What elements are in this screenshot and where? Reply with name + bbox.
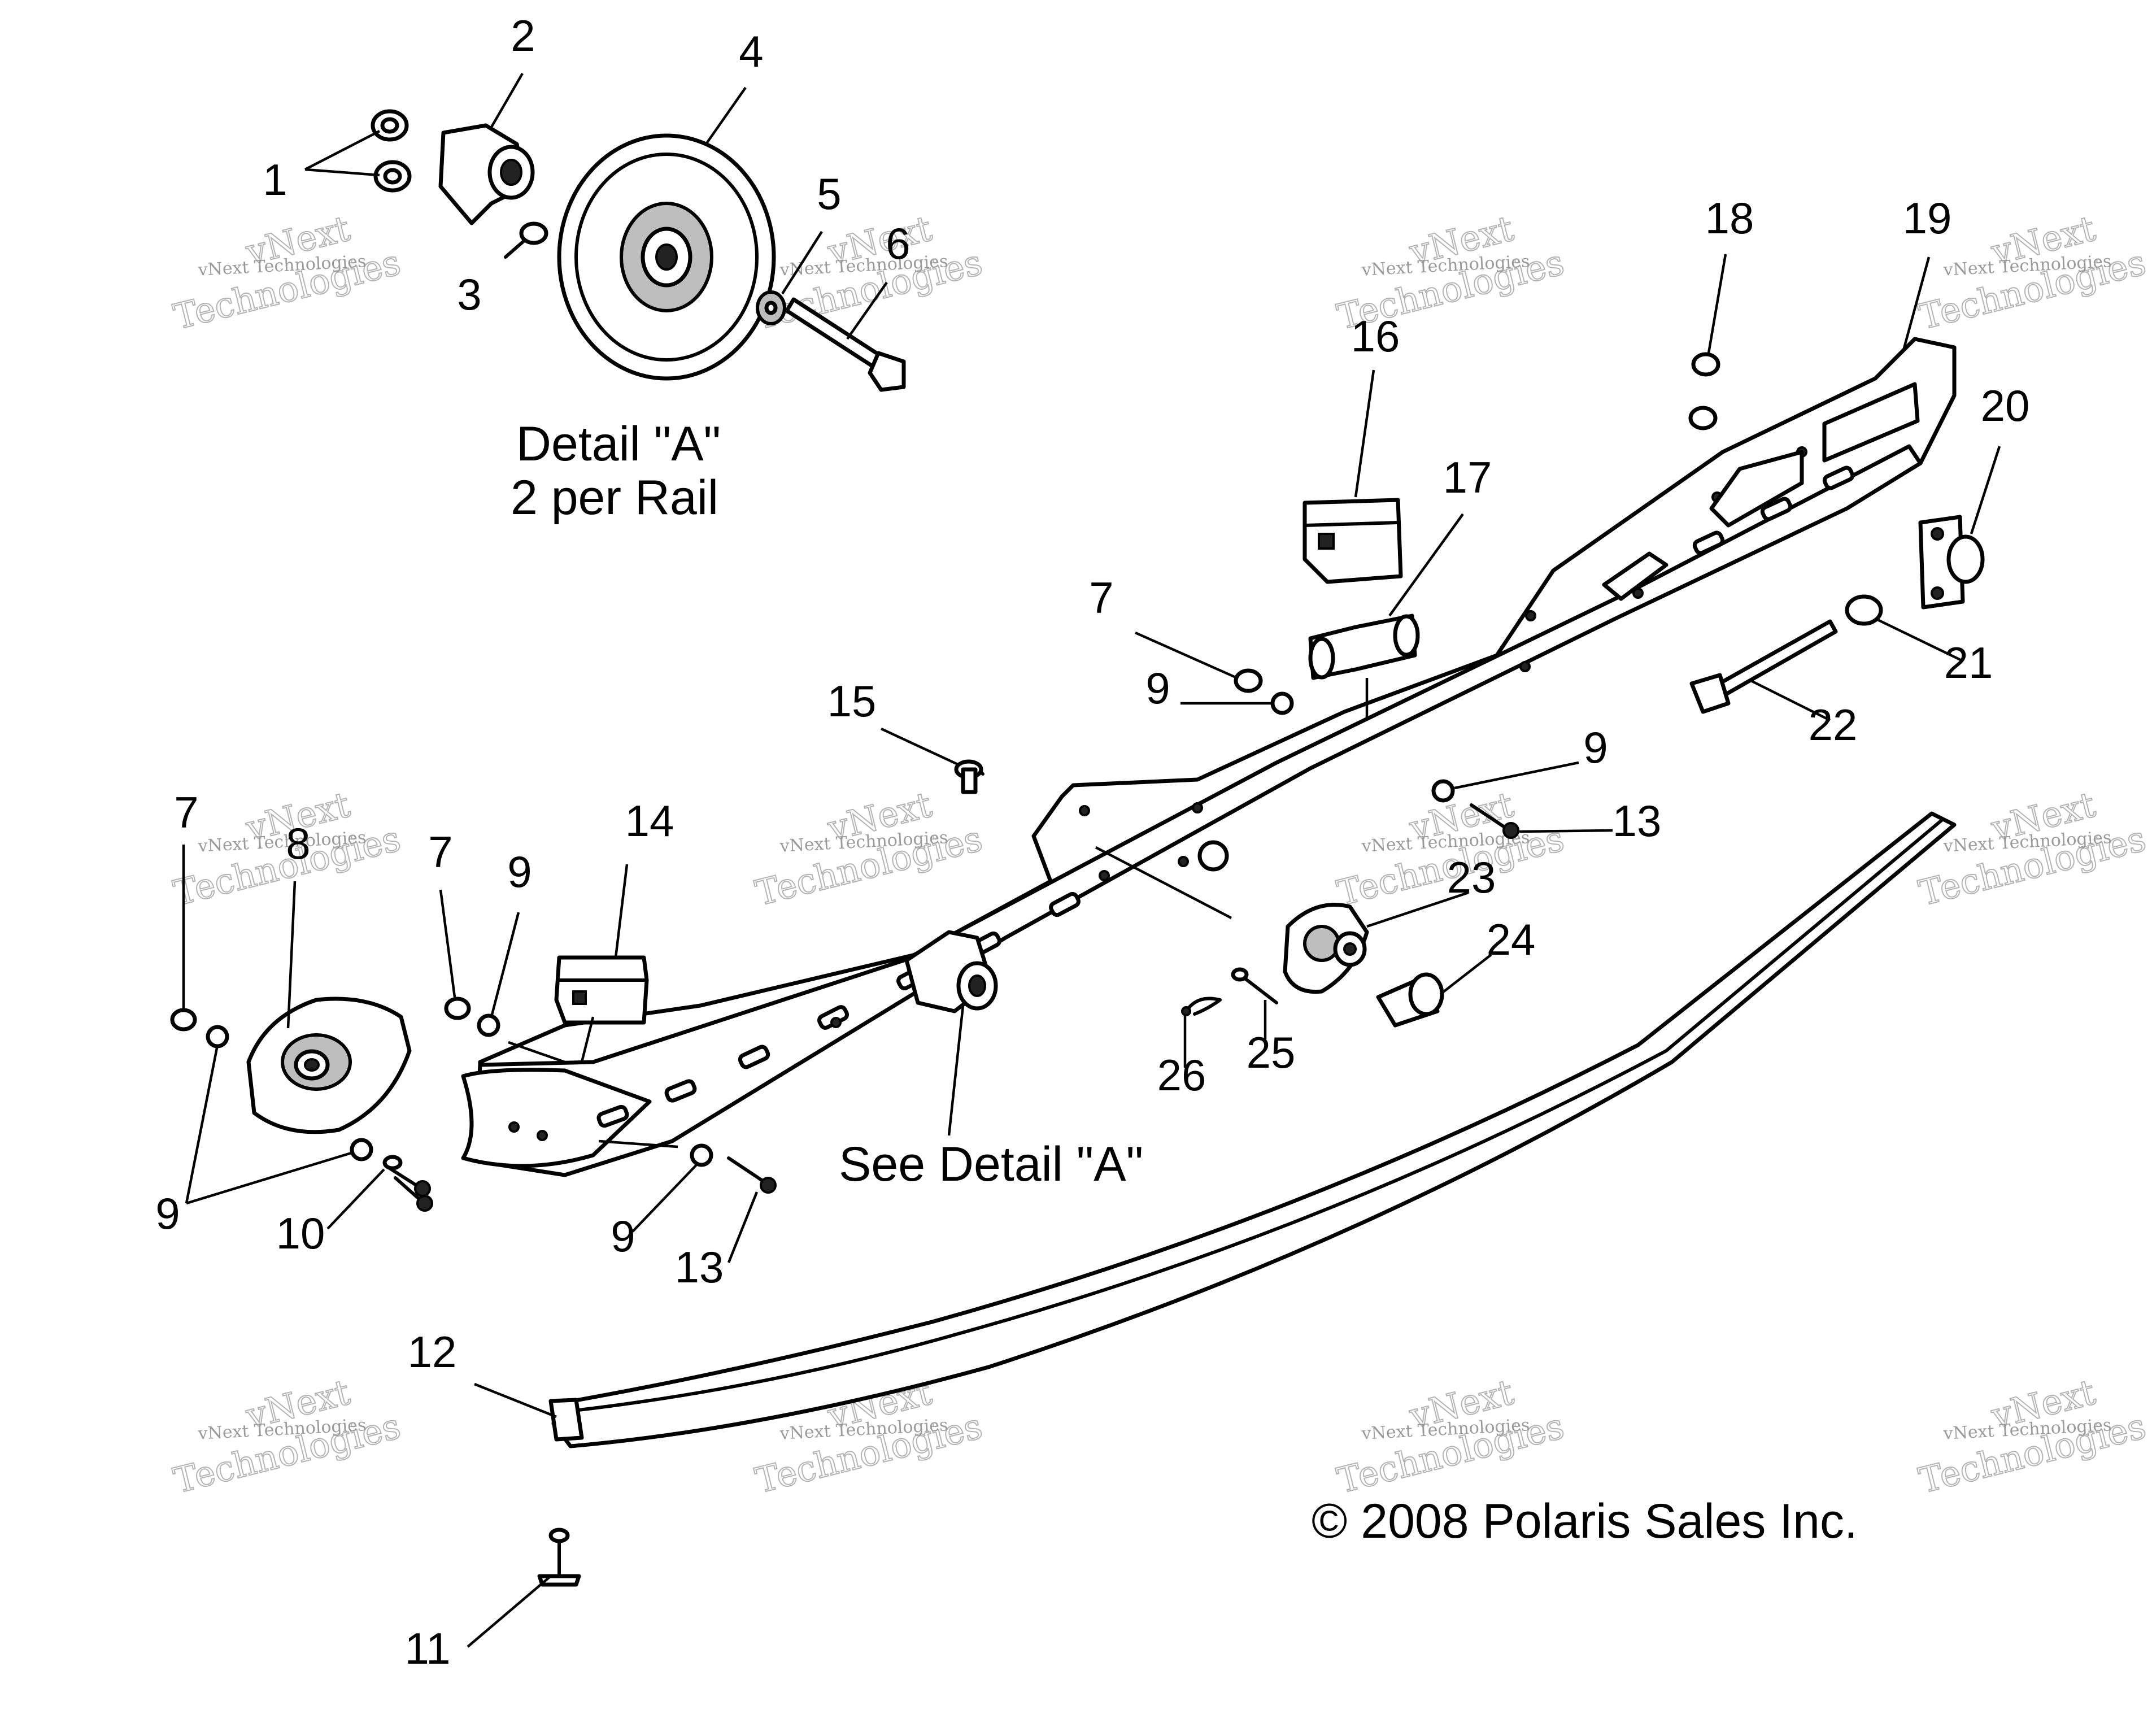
- callout-18: 18: [1705, 193, 1754, 243]
- callout-21: 21: [1944, 638, 1993, 688]
- part-14-block: [554, 955, 649, 1025]
- callout-20: 20: [1981, 381, 2030, 430]
- part-4-wheel: [557, 133, 776, 381]
- callout-13: 13: [1613, 796, 1662, 846]
- part-15-bolt: [954, 759, 984, 794]
- callout-13: 13: [675, 1242, 724, 1292]
- callout-6: 6: [886, 219, 910, 268]
- callout-9: 9: [1145, 663, 1170, 713]
- part-23-hub: [1283, 903, 1369, 994]
- detail-a-subtitle: 2 per Rail: [511, 471, 718, 525]
- callout-23: 23: [1447, 852, 1496, 902]
- part-3-bolt: [504, 221, 548, 259]
- callout-16: 16: [1351, 311, 1400, 361]
- part-17-mount: [1308, 614, 1420, 680]
- callout-19: 19: [1903, 193, 1952, 243]
- callout-3: 3: [457, 269, 481, 319]
- see-detail-label: See Detail "A": [839, 1137, 1143, 1191]
- callout-9: 9: [611, 1211, 635, 1261]
- part-2-bracket: [438, 123, 535, 225]
- part-20-bracket: [1918, 515, 1985, 610]
- part-11-screw: [537, 1528, 581, 1587]
- rail-cutout-2: [1602, 551, 1669, 601]
- hardware-small: [170, 668, 1519, 1212]
- callout-25: 25: [1247, 1028, 1296, 1077]
- part-5-washer: [756, 290, 786, 325]
- callout-7: 7: [1089, 573, 1113, 623]
- callout-4: 4: [739, 27, 763, 76]
- callout-11: 11: [405, 1624, 451, 1673]
- part-8-hub: [246, 997, 412, 1134]
- copyright-label: © 2008 Polaris Sales Inc.: [1312, 1494, 1858, 1548]
- leader-lines: [182, 72, 2001, 1648]
- rail-cutout-1: [1709, 450, 1804, 528]
- detail-a-on-rail: [904, 840, 1229, 1013]
- part-26-cotter: [1181, 997, 1222, 1016]
- callout-10: 10: [276, 1208, 325, 1258]
- part-1-nuts: [371, 109, 412, 193]
- callout-8: 8: [286, 819, 310, 868]
- detail-a-title: Detail "A": [516, 417, 721, 471]
- part-21-nut: [1845, 594, 1883, 626]
- rail-assembly: [461, 337, 1957, 1177]
- part-25-pin: [1231, 967, 1278, 1004]
- callout-15: 15: [827, 676, 877, 726]
- part-10-bolt: [382, 1155, 431, 1197]
- callout-1: 1: [263, 155, 287, 205]
- callout-5: 5: [817, 169, 841, 219]
- callout-7: 7: [428, 827, 452, 877]
- detail-a-group: [371, 109, 906, 392]
- callout-9: 9: [1583, 723, 1608, 772]
- callout-7: 7: [174, 787, 198, 837]
- part-12-slide: [548, 811, 1957, 1448]
- part-18-nuts: [1688, 352, 1720, 430]
- callout-9: 9: [507, 847, 532, 897]
- rail-slots: [596, 465, 1855, 1128]
- rail-cutout-3: [1822, 382, 1920, 463]
- callout-26: 26: [1157, 1050, 1206, 1100]
- part-6-bolt: [785, 297, 906, 392]
- part-22-bolt: [1689, 619, 1838, 714]
- callout-12: 12: [408, 1327, 457, 1377]
- callout-9: 9: [155, 1189, 180, 1238]
- callout-24: 24: [1487, 915, 1536, 964]
- callout-14: 14: [625, 796, 674, 846]
- part-16-block: [1302, 498, 1403, 584]
- callout-17: 17: [1443, 453, 1492, 502]
- callout-22: 22: [1809, 700, 1858, 750]
- part-24-pin: [1376, 972, 1444, 1028]
- callout-2: 2: [511, 11, 535, 60]
